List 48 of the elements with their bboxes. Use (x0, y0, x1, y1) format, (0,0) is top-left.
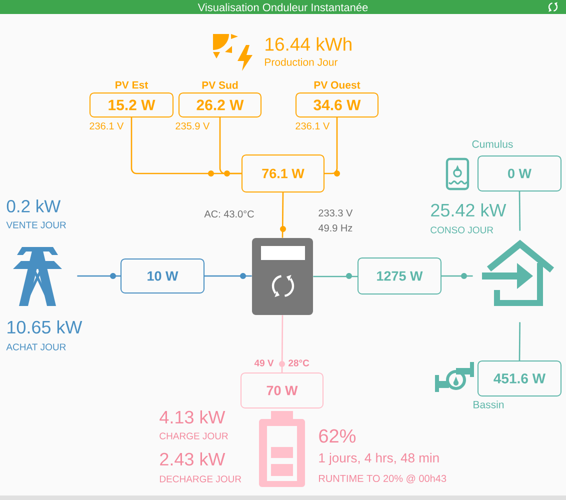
connector-line (442, 275, 473, 277)
frequency-reading: 49.9 Hz (318, 224, 352, 232)
reading-box: 34.6 W (296, 92, 378, 118)
connector-line (282, 192, 284, 238)
reading-box: 10 W (120, 258, 204, 294)
reading-box: 26.2 W (178, 92, 262, 118)
reading-box: 0 W (478, 156, 562, 192)
box-caption: Bassin (474, 400, 504, 408)
connector-line (324, 118, 338, 174)
voltage-reading: 236.1 V (296, 122, 330, 130)
energy-value: 2.43 kW (160, 452, 226, 466)
temperature-reading: 28°C (288, 360, 310, 366)
box-caption: PV Ouest (314, 81, 360, 89)
box-caption: Cumulus (472, 140, 513, 148)
title-bar: Visualisation Onduleur Instantanée (0, 0, 566, 14)
connector-line (518, 191, 521, 231)
energy-value: 0.2 kW (6, 200, 61, 212)
energy-caption: Production Jour (265, 58, 338, 66)
runtime-text: 1 jours, 4 hrs, 48 min (319, 452, 439, 466)
connector-line (281, 315, 284, 372)
reading-box: 70 W (240, 372, 324, 408)
voltage-reading: 49 V (254, 360, 274, 366)
connector-line (313, 276, 358, 278)
energy-value: 4.13 kW (160, 410, 226, 424)
connector-line (518, 322, 520, 360)
connector-line (219, 118, 242, 174)
reading-box: 15.2 W (90, 92, 174, 118)
energy-value: 16.44 kWh (266, 37, 352, 51)
charge-percentage: 62% (319, 429, 356, 443)
reading-box: 451.6 W (478, 360, 562, 396)
energy-value: 25.42 kW (431, 203, 506, 217)
energy-caption: VENTE JOUR (6, 222, 66, 228)
voltage-reading: 236.1 V (90, 122, 124, 130)
voltage-reading: 235.9 V (176, 122, 210, 130)
connector-line (204, 275, 252, 277)
energy-caption: ACHAT JOUR (6, 344, 66, 350)
reading-box: 1275 W (358, 258, 442, 294)
energy-value: 10.65 kW (8, 320, 82, 334)
box-caption: PV Sud (202, 81, 238, 89)
energy-caption: DECHARGE JOUR (160, 476, 242, 482)
temperature-reading: AC: 43.0°C (204, 210, 254, 218)
runtime-caption: RUNTIME TO 20% @ 00h43 (319, 474, 446, 484)
reading-box: 76.1 W (242, 154, 324, 192)
box-caption: PV Est (116, 81, 148, 89)
energy-caption: CHARGE JOUR (160, 432, 228, 440)
voltage-reading: 233.3 V (318, 209, 353, 217)
energy-caption: CONSO JOUR (430, 226, 494, 234)
connector-line (77, 275, 120, 277)
